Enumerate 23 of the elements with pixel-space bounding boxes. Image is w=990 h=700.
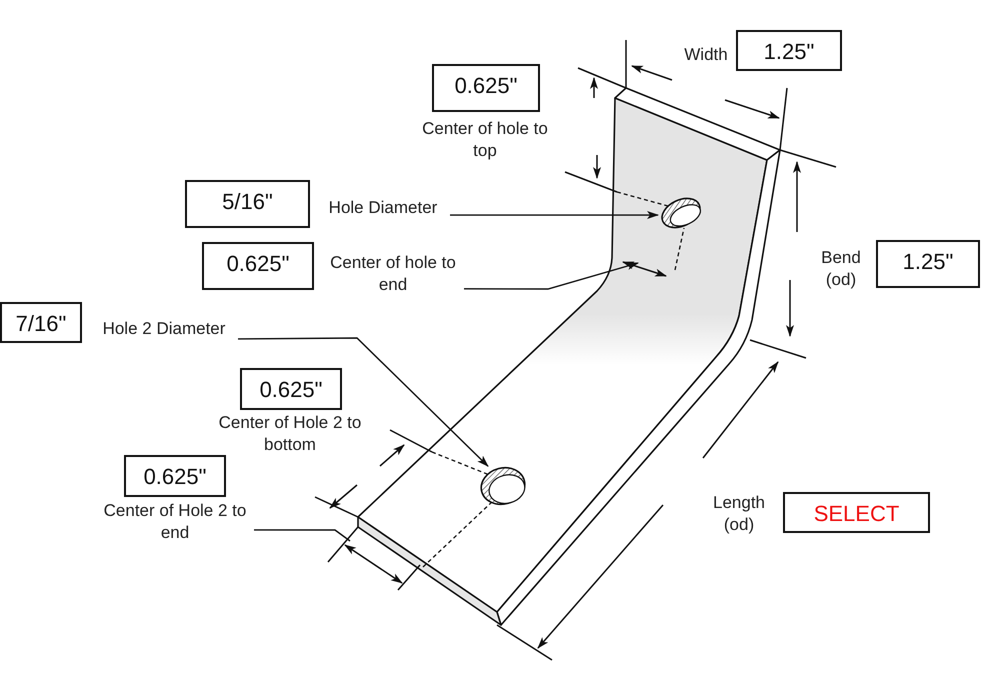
dimension-label: Length (od) — [712, 492, 766, 536]
callout-text: Hole Diameter — [316, 197, 450, 219]
value-box: 0.625" — [432, 64, 540, 112]
callout-text: Hole 2 Diameter — [90, 318, 238, 340]
callout-text: Center of hole to end — [322, 252, 464, 298]
value-box: 1.25" — [876, 240, 980, 288]
value-box: 0.625" — [240, 368, 342, 410]
hole — [478, 464, 528, 508]
callout-text: Center of Hole 2 to end — [96, 500, 254, 546]
leader-line — [254, 529, 350, 542]
leader-line — [238, 337, 489, 467]
value-box: 0.625" — [202, 242, 314, 290]
dimension-label: Center of Hole 2 to bottom — [218, 412, 362, 456]
value-box: 0.625" — [124, 455, 226, 497]
value-box: SELECT — [783, 492, 930, 533]
leader-line — [450, 211, 659, 220]
dimension-label: Width — [683, 44, 729, 66]
value-box: 7/16" — [0, 302, 82, 343]
dimension-label: Bend (od) — [820, 247, 862, 291]
value-box: 5/16" — [185, 180, 310, 228]
leader-line — [464, 262, 639, 290]
value-box: 1.25" — [736, 30, 842, 71]
dimension-label: Center of hole to top — [421, 118, 549, 162]
